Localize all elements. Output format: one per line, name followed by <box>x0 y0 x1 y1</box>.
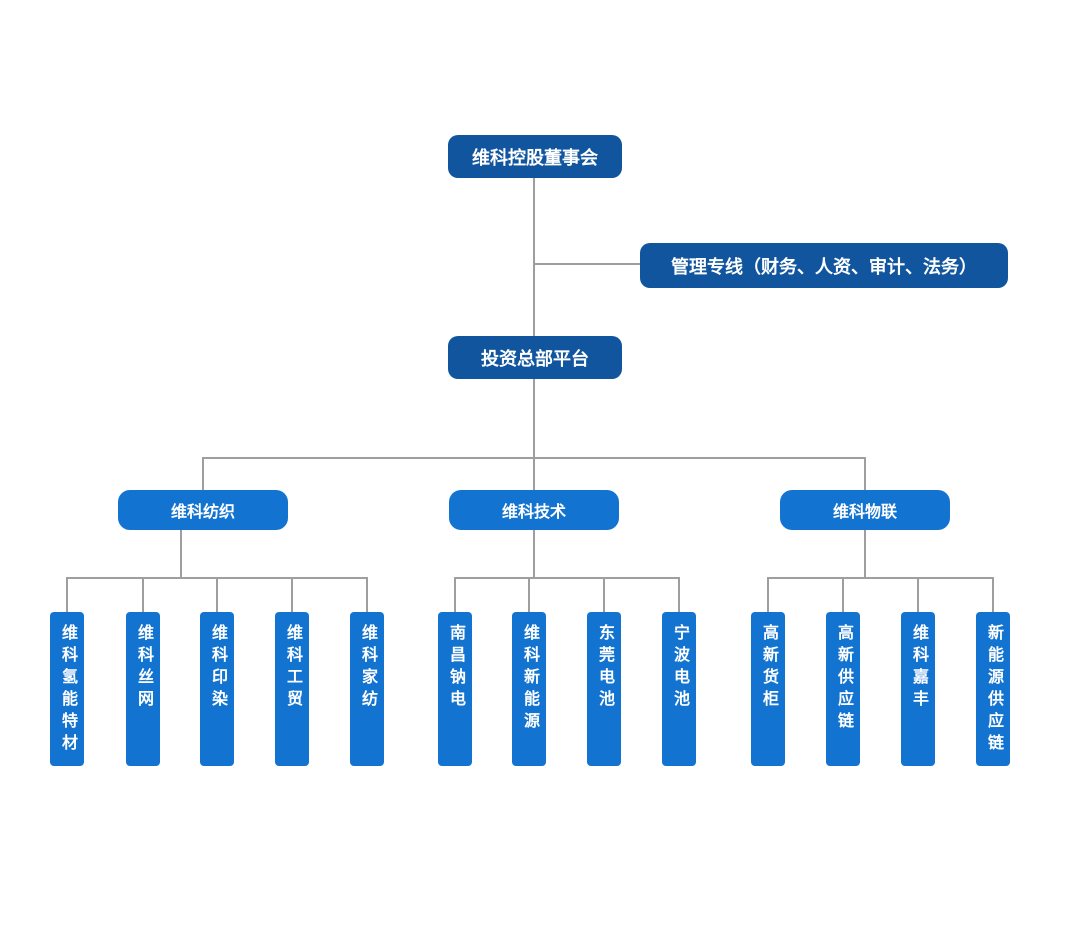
org-node-subsidiary: 宁波电池 <box>662 612 696 766</box>
connector-leaf-drop <box>528 577 530 612</box>
org-node-label: 维科工贸 <box>284 624 301 712</box>
org-node-subsidiary: 东莞电池 <box>587 612 621 766</box>
connector-leaf-drop <box>678 577 680 612</box>
org-node-subsidiary: 维科印染 <box>200 612 234 766</box>
org-node-board: 维科控股董事会 <box>448 135 622 178</box>
connector-drop-textile <box>202 457 204 490</box>
connector-leaf-drop <box>603 577 605 612</box>
org-node-subsidiary: 南昌钠电 <box>438 612 472 766</box>
connector-leaf-drop <box>454 577 456 612</box>
org-node-label: 东莞电池 <box>596 624 613 712</box>
org-node-label: 维科纺织 <box>170 504 235 521</box>
connector-tech-bus <box>454 577 680 579</box>
org-node-subsidiary: 维科家纺 <box>350 612 384 766</box>
connector-leaf-drop <box>842 577 844 612</box>
org-node-subsidiary: 新能源供应链 <box>976 612 1010 766</box>
org-node-subsidiary: 高新供应链 <box>826 612 860 766</box>
org-node-label: 新能源供应链 <box>985 624 1002 756</box>
org-node-label: 维科氢能特材 <box>59 624 76 756</box>
org-node-subsidiary: 维科氢能特材 <box>50 612 84 766</box>
connector-leaf-drop <box>142 577 144 612</box>
connector-platform-down <box>533 379 535 459</box>
connector-iot-down <box>864 530 866 579</box>
org-node-label: 南昌钠电 <box>447 624 464 712</box>
connector-leaf-drop <box>366 577 368 612</box>
org-node-label: 高新货柜 <box>760 624 777 712</box>
org-node-subsidiary: 维科新能源 <box>512 612 546 766</box>
org-node-label: 维科嘉丰 <box>910 624 927 712</box>
connector-leaf-drop <box>216 577 218 612</box>
org-node-branch-textile: 维科纺织 <box>118 490 288 530</box>
org-node-subsidiary: 高新货柜 <box>751 612 785 766</box>
connector-leaf-drop <box>917 577 919 612</box>
org-node-label: 宁波电池 <box>671 624 688 712</box>
org-node-subsidiary: 维科嘉丰 <box>901 612 935 766</box>
connector-leaf-drop <box>66 577 68 612</box>
connector-root-platform <box>533 178 535 336</box>
connector-tech-down <box>533 530 535 579</box>
org-node-label: 维科控股董事会 <box>472 147 598 168</box>
org-node-label: 维科技术 <box>501 504 566 521</box>
org-node-label: 维科印染 <box>209 624 226 712</box>
org-node-label: 投资总部平台 <box>481 348 589 369</box>
org-node-label: 维科新能源 <box>521 624 538 734</box>
connector-management-spur <box>534 263 640 265</box>
org-node-branch-iot: 维科物联 <box>780 490 950 530</box>
connector-leaf-drop <box>992 577 994 612</box>
connector-leaf-drop <box>767 577 769 612</box>
connector-drop-tech <box>533 457 535 490</box>
org-node-subsidiary: 维科丝网 <box>126 612 160 766</box>
org-node-label: 高新供应链 <box>835 624 852 734</box>
connector-iot-bus <box>767 577 993 579</box>
connector-textile-down <box>180 530 182 579</box>
org-node-label: 维科丝网 <box>135 624 152 712</box>
org-node-management-line: 管理专线（财务、人资、审计、法务） <box>640 243 1008 288</box>
connector-leaf-drop <box>291 577 293 612</box>
connector-drop-iot <box>864 457 866 490</box>
org-node-label: 维科家纺 <box>359 624 376 712</box>
org-node-label: 维科物联 <box>832 504 897 521</box>
org-node-investment-platform: 投资总部平台 <box>448 336 622 379</box>
org-node-label: 管理专线（财务、人资、审计、法务） <box>671 256 977 277</box>
org-node-subsidiary: 维科工贸 <box>275 612 309 766</box>
org-node-branch-technology: 维科技术 <box>449 490 619 530</box>
